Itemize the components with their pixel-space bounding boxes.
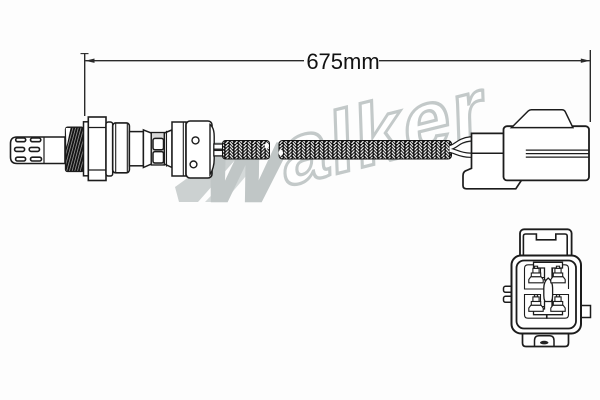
svg-text:675mm: 675mm — [306, 49, 379, 74]
svg-text:alker: alker — [280, 57, 488, 206]
